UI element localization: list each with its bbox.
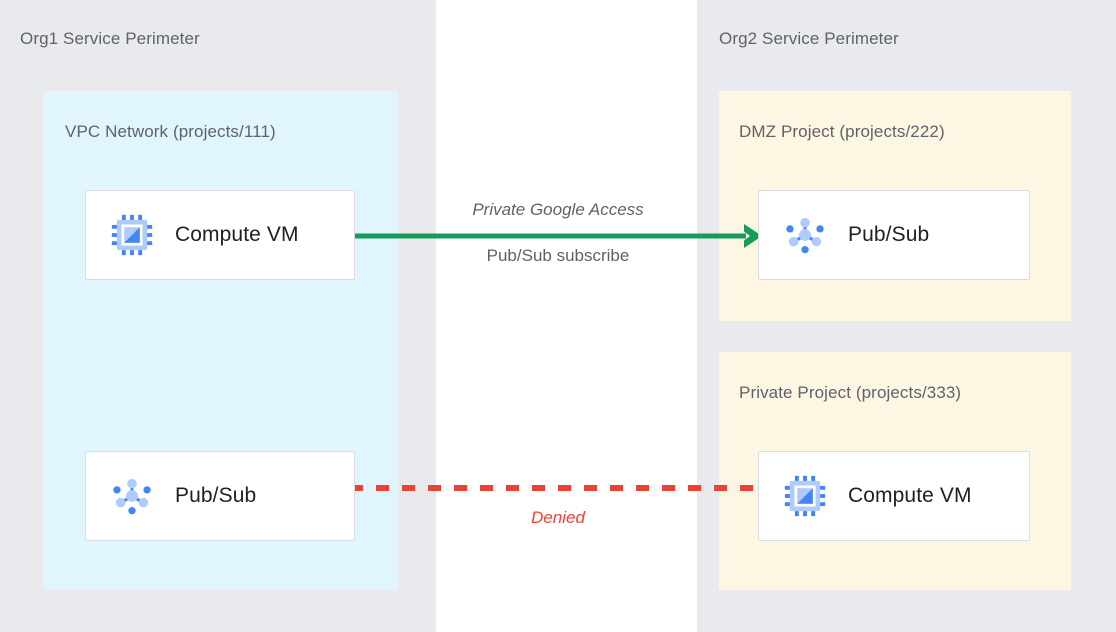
node-compute-vm-2-label: Compute VM: [848, 484, 972, 507]
compute-vm-icon: [783, 474, 827, 518]
connector-allowed: [352, 224, 762, 248]
connector-label-pubsub-subscribe: Pub/Sub subscribe: [486, 246, 630, 265]
perimeter-org1-title: Org1 Service Perimeter: [20, 29, 200, 48]
connector-denied: [350, 485, 766, 491]
pubsub-icon: [110, 474, 154, 518]
node-pubsub-1-label: Pub/Sub: [175, 484, 257, 507]
node-compute-vm-1-label: Compute VM: [175, 223, 299, 246]
compute-vm-icon: [110, 213, 154, 257]
node-compute-vm-1[interactable]: Compute VM: [85, 190, 355, 280]
container-dmz-project-title: DMZ Project (projects/222): [739, 122, 945, 141]
node-pubsub-1[interactable]: Pub/Sub: [85, 451, 355, 541]
connector-label-denied: Denied: [531, 508, 585, 527]
connector-label-private-google-access: Private Google Access: [472, 200, 644, 219]
container-private-project-title: Private Project (projects/333): [739, 383, 962, 402]
container-vpc-network-title: VPC Network (projects/111): [65, 122, 276, 141]
perimeter-org2-title: Org2 Service Perimeter: [719, 29, 899, 48]
node-compute-vm-2[interactable]: Compute VM: [758, 451, 1030, 541]
node-pubsub-2[interactable]: Pub/Sub: [758, 190, 1030, 280]
node-pubsub-2-label: Pub/Sub: [848, 223, 930, 246]
pubsub-icon: [783, 213, 827, 257]
